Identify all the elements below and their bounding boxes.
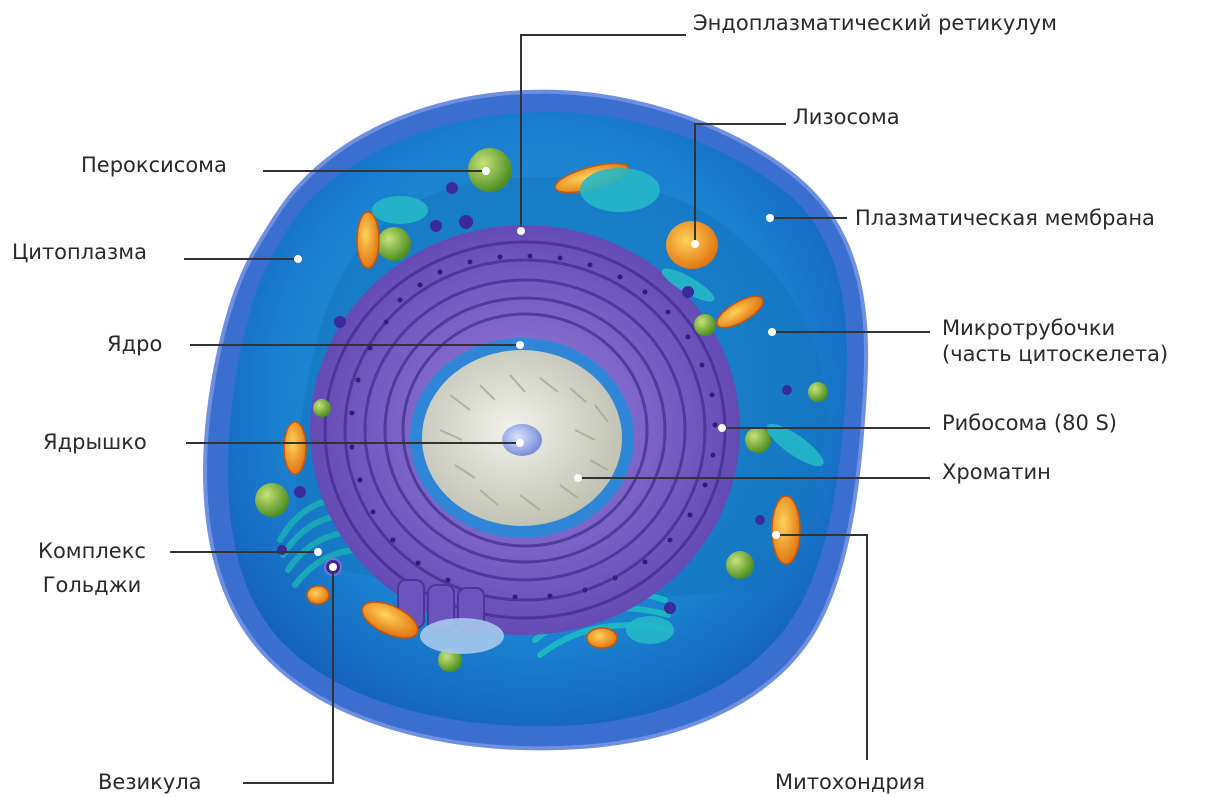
label-vesicle: Везикула [98, 769, 202, 795]
nucleus [410, 338, 634, 538]
label-nucleolus: Ядрышко [43, 429, 147, 455]
label-endoplasmic-reticulum: Эндоплазматический ретикулум [693, 10, 1057, 36]
label-ribosome: Рибосома (80 S) [942, 410, 1117, 436]
label-microtubules-line2: (часть цитоскелета) [942, 341, 1168, 367]
label-lysosome: Лизосома [793, 104, 900, 130]
label-mitochondrion: Митохондрия [775, 769, 925, 795]
label-nucleus: Ядро [107, 331, 162, 357]
label-peroxisome: Пероксисома [81, 152, 227, 178]
label-chromatin: Хроматин [942, 459, 1051, 485]
label-plasma-membrane: Плазматическая мембрана [855, 205, 1155, 231]
label-golgi-complex: Комплекс Гольджи [24, 538, 160, 598]
label-microtubules: Микротрубочки (часть цитоскелета) [942, 315, 1168, 367]
label-golgi-line2: Гольджи [24, 572, 160, 598]
label-microtubules-line1: Микротрубочки [942, 315, 1168, 341]
label-cytoplasm: Цитоплазма [12, 239, 147, 265]
label-golgi-line1: Комплекс [24, 538, 160, 564]
